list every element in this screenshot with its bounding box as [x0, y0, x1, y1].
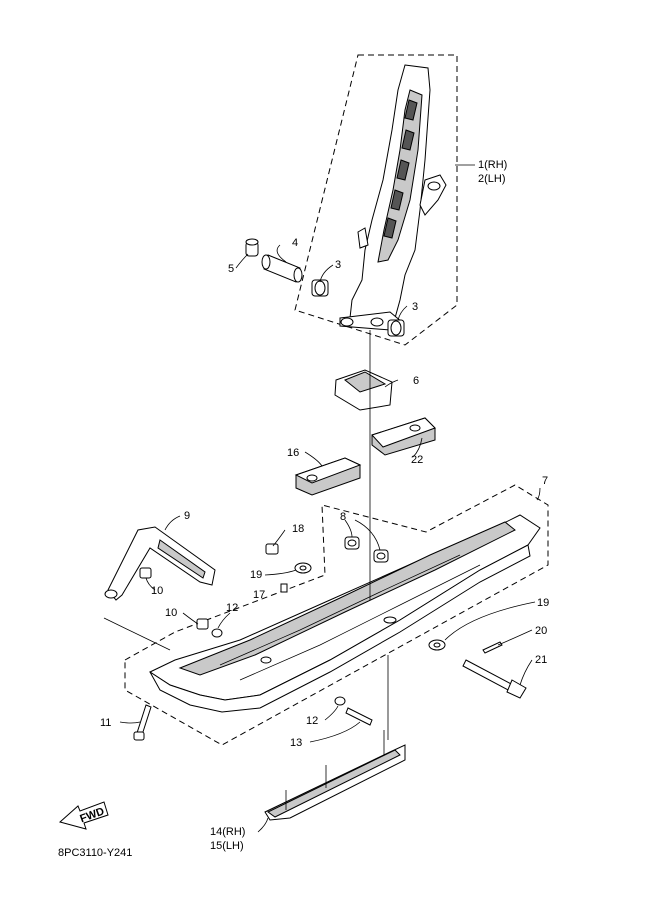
fwd-label: FWD	[78, 805, 106, 825]
part-17-bolt	[280, 583, 288, 593]
label-18: 18	[292, 523, 304, 535]
label-1: 1(RH)	[478, 159, 507, 171]
label-14: 14(RH)	[210, 826, 245, 838]
part-22-pad	[371, 417, 436, 456]
label-4: 4	[292, 237, 298, 249]
part-9-handle	[104, 526, 216, 601]
label-7: 7	[542, 475, 548, 487]
part-8-bushing-left	[344, 536, 360, 550]
label-3-lower: 3	[412, 301, 418, 313]
label-21: 21	[535, 654, 547, 666]
part-20-cotter-pin	[482, 641, 503, 654]
label-19-lower: 19	[537, 597, 549, 609]
part-12-washer-upper	[211, 628, 223, 638]
part-13-bolt	[345, 707, 373, 726]
label-17: 17	[253, 589, 265, 601]
ski-part	[148, 514, 541, 713]
label-9: 9	[184, 510, 190, 522]
spindle-group-outline	[294, 54, 458, 346]
part-19-washer-lower	[428, 639, 446, 651]
label-10-upper: 10	[151, 585, 163, 597]
label-3-upper: 3	[335, 259, 341, 271]
label-16: 16	[287, 447, 299, 459]
part-8-bushing-right	[373, 549, 389, 563]
label-11: 11	[100, 717, 111, 729]
part-10-nut-lower	[196, 618, 209, 630]
label-10-lower: 10	[165, 607, 177, 619]
part-16-pad	[294, 457, 362, 496]
label-8: 8	[340, 511, 346, 523]
label-13: 13	[290, 737, 302, 749]
label-5: 5	[228, 263, 234, 275]
part-5-cap	[245, 238, 259, 257]
part-6-block	[334, 369, 393, 411]
label-20: 20	[535, 625, 547, 637]
part-10-nut-upper	[139, 567, 152, 579]
part-3-bushing-right	[387, 319, 405, 337]
label-19-upper: 19	[250, 569, 262, 581]
part-18-nut	[265, 543, 279, 555]
fwd-arrow-icon: FWD	[58, 801, 109, 830]
label-2: 2(LH)	[478, 173, 506, 185]
part-4-sleeve	[261, 254, 303, 283]
part-12-washer-lower	[334, 696, 346, 706]
part-21-bolt	[462, 659, 527, 699]
part-19-washer-upper	[294, 562, 312, 574]
part-3-bushing-left	[311, 279, 329, 297]
spindle-part	[339, 64, 447, 331]
label-22: 22	[411, 454, 423, 466]
label-6: 6	[413, 375, 419, 387]
part-code: 8PC3110-Y241	[58, 847, 132, 859]
label-15: 15(LH)	[210, 840, 244, 852]
part-14-wear-bar	[264, 730, 406, 821]
ski-group-outline	[124, 484, 549, 746]
part-11-bolt	[133, 704, 152, 741]
label-12-upper: 12	[226, 602, 238, 614]
label-12-lower: 12	[306, 715, 318, 727]
